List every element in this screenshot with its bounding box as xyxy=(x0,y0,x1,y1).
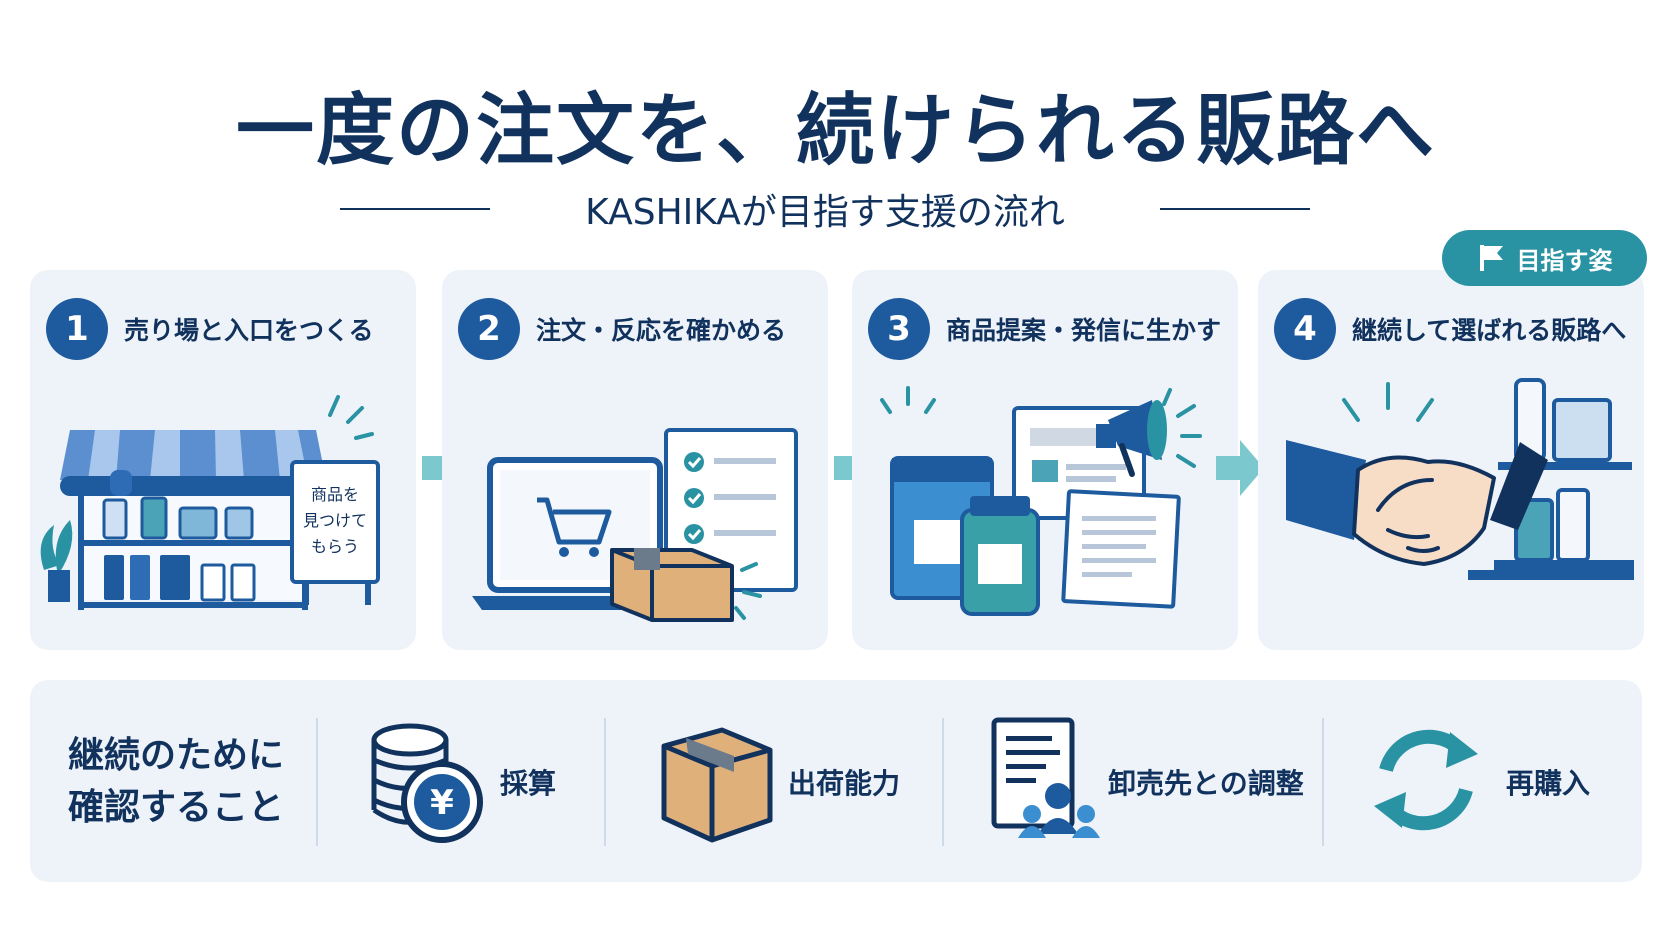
step-number-4: 4 xyxy=(1274,298,1336,360)
check-label-repurchase: 再購入 xyxy=(1506,767,1591,800)
sign-line-1: 商品を xyxy=(311,485,359,504)
step-card-3: 3 商品提案・発信に生かす xyxy=(852,270,1238,650)
flag-icon xyxy=(1479,245,1503,271)
main-title: 一度の注文を、続けられる販路へ xyxy=(235,86,1436,176)
subtitle-left-rule xyxy=(340,208,490,210)
step-card-2: 2 注文・反応を確かめる xyxy=(442,270,828,650)
laptop-cart-checklist-icon xyxy=(472,428,798,622)
subtitle-row: KASHIKAが目指す支援の流れ xyxy=(0,183,1672,233)
flow-arrow-3 xyxy=(1216,440,1264,496)
divider xyxy=(316,718,318,846)
goal-badge: 目指す姿 xyxy=(1442,230,1647,286)
check-item-profit: ¥ 採算 xyxy=(370,710,620,850)
step-title-3: 商品提案・発信に生かす xyxy=(946,316,1222,345)
subtitle-right-rule xyxy=(1160,208,1310,210)
check-label-profit: 採算 xyxy=(500,767,557,800)
check-label-wholesale: 卸売先との調整 xyxy=(1108,767,1304,800)
checklist-title-line-1: 継続のために xyxy=(68,735,285,776)
step-number-2: 2 xyxy=(458,298,520,360)
sign-line-3: もらう xyxy=(311,537,359,556)
document-people-icon xyxy=(991,717,1100,838)
step-card-1: 1 売り場と入口をつくる 商品を 見つけて もらう xyxy=(30,270,416,650)
check-label-shipping: 出荷能力 xyxy=(788,767,901,800)
step-number-1: 1 xyxy=(46,298,108,360)
check-item-wholesale: 卸売先との調整 xyxy=(990,710,1304,850)
divider xyxy=(942,718,944,846)
check-item-shipping: 出荷能力 xyxy=(658,710,918,850)
products-megaphone-icon xyxy=(880,386,1202,616)
handshake-icon xyxy=(1286,378,1634,580)
step-number-3: 3 xyxy=(868,298,930,360)
goal-badge-label: 目指す姿 xyxy=(1516,246,1613,275)
step-title-4: 継続して選ばれる販路へ xyxy=(1352,316,1627,345)
step-title-2: 注文・反応を確かめる xyxy=(536,316,787,345)
storefront-icon: 商品を 見つけて もらう xyxy=(40,395,380,610)
step-card-4: 4 継続して選ばれる販路へ xyxy=(1258,270,1644,650)
check-item-repurchase: 再購入 xyxy=(1366,710,1606,850)
subtitle: KASHIKAが目指す支援の流れ xyxy=(585,192,1065,233)
step-title-1: 売り場と入口をつくる xyxy=(124,316,374,345)
checklist-title-line-2: 確認すること xyxy=(68,787,285,828)
divider xyxy=(604,718,606,846)
sign-line-2: 見つけて xyxy=(303,511,367,530)
svg-text:¥: ¥ xyxy=(430,783,454,823)
divider xyxy=(1322,718,1324,846)
refresh-cycle-icon xyxy=(1374,729,1478,831)
box-icon xyxy=(661,727,773,843)
checklist-title: 継続のために 確認すること xyxy=(68,730,328,834)
coins-yen-icon: ¥ xyxy=(371,723,483,843)
checklist-panel: 継続のために 確認すること ¥ 採算 出荷能力 xyxy=(30,680,1642,882)
